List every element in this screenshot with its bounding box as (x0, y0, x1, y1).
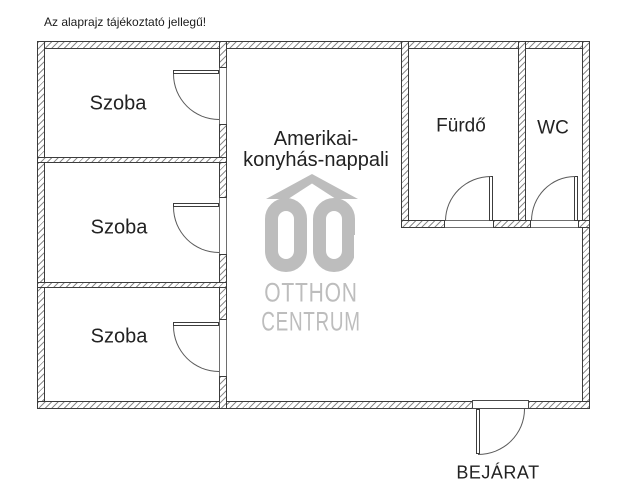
wall-left (37, 41, 45, 409)
room-label-living-line2: konyhás-nappali (243, 149, 389, 171)
room-label-bathroom: Fürdő (436, 115, 486, 137)
wall-bathroom-bottom-seg1 (401, 220, 445, 228)
entrance-door-threshold (472, 400, 529, 409)
door-arc-szoba3 (173, 326, 219, 372)
room-label-szoba1: Szoba (89, 92, 147, 115)
door-opening-szoba2 (219, 198, 227, 254)
entrance-label: BEJÁRAT (456, 462, 540, 483)
disclaimer-text: Az alaprajz tájékoztató jellegű! (44, 15, 207, 29)
logo-letter-c-icon (313, 198, 370, 272)
door-leaf-szoba3 (173, 322, 219, 326)
watermark-line2: CENTRUM (261, 306, 361, 337)
wall-bathroom-left (401, 41, 409, 228)
wall-bathroom-wc-divider (518, 41, 526, 228)
wall-bathroom-bottom-seg2 (493, 220, 531, 228)
door-leaf-szoba2 (173, 203, 219, 207)
watermark-line1: OTTHON (264, 277, 358, 308)
wall-bedrooms-living-seg1 (219, 41, 227, 68)
door-leaf-szoba1 (173, 70, 219, 74)
door-opening-wc (531, 220, 578, 228)
room-label-living: Amerikai- konyhás-nappali (243, 129, 389, 171)
door-opening-szoba1 (219, 68, 227, 124)
logo-letter-c-gap (354, 235, 370, 262)
room-label-living-line1: Amerikai- (273, 128, 359, 150)
door-arc-bathroom (445, 176, 491, 221)
door-arc-entrance (478, 409, 525, 455)
door-arc-szoba2 (173, 207, 219, 253)
wall-szoba1-szoba2 (37, 157, 227, 163)
room-label-szoba2: Szoba (90, 216, 148, 239)
wall-bathroom-bottom-seg3 (578, 220, 590, 228)
door-opening-szoba3 (219, 320, 227, 376)
wall-bottom-left-segment (37, 401, 473, 409)
wall-bedrooms-living-seg4 (219, 376, 227, 409)
wall-szoba2-szoba3 (37, 282, 227, 288)
wall-bottom-right-segment (528, 401, 590, 409)
logo-letter-o-icon (265, 198, 307, 272)
logo-roof-icon (266, 174, 358, 199)
door-opening-bathroom (445, 220, 493, 228)
room-label-wc: WC (537, 117, 569, 139)
wall-top (37, 41, 590, 49)
door-arc-szoba1 (173, 74, 219, 120)
room-label-szoba3: Szoba (90, 325, 148, 348)
door-arc-wc (531, 176, 575, 221)
